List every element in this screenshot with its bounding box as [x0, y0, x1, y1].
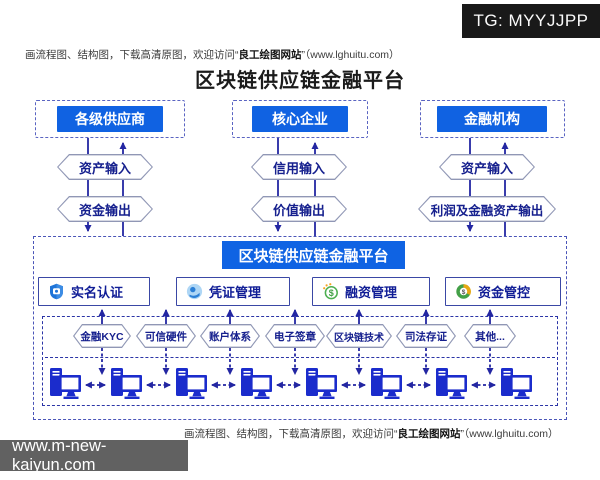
shield-id-icon: [50, 283, 63, 300]
computer-node: [108, 367, 144, 401]
computer-icon: [111, 368, 142, 399]
computer-node: [173, 367, 209, 401]
flow-asset-input-right: 资产输入: [439, 154, 535, 180]
tech-others: 其他...: [464, 324, 516, 348]
platform-container: [33, 236, 567, 420]
module-financing-mgmt: $ 融资管理: [312, 277, 430, 306]
entity-financial-institution: 金融机构: [437, 106, 547, 132]
tg-watermark-badge: TG: MYYJJPP: [462, 4, 600, 38]
promo-site-name: 良工绘图网站: [397, 428, 461, 440]
page-title: 区块链供应链金融平台: [195, 70, 405, 92]
computer-icon: [241, 368, 272, 399]
tech-trusted-hardware: 可信硬件: [136, 324, 196, 348]
supplier-group-box: [35, 100, 185, 138]
module-certificate-mgmt: 凭证管理: [176, 277, 290, 306]
computer-node: [433, 367, 469, 401]
computer-icon: [501, 368, 532, 399]
entity-suppliers: 各级供应商: [57, 106, 163, 132]
computer-icon: [436, 368, 467, 399]
entity-core-enterprise: 核心企业: [252, 106, 348, 132]
tech-e-signature: 电子签章: [265, 324, 325, 348]
certificate-badge-icon: [186, 283, 203, 300]
computer-icon: [176, 368, 207, 399]
computer-node: [303, 367, 339, 401]
module-real-name-auth: 实名认证: [38, 277, 150, 306]
platform-title-bar: 区块链供应链金融平台: [222, 241, 405, 269]
computer-icon: [306, 368, 337, 399]
computer-node: [368, 367, 404, 401]
module-funds-control: $ 资金管控: [445, 277, 561, 306]
tech-blockchain: 区块链技术: [326, 324, 392, 348]
financial-institution-group-box: [420, 100, 565, 138]
computer-icon: [371, 368, 402, 399]
watermark-url-bar: www.m-new-kaiyun.com: [0, 437, 188, 474]
promo-prefix: 画流程图、结构图，下载高清原图，欢迎访问“: [184, 428, 398, 440]
tech-financial-kyc: 金融KYC: [73, 324, 131, 348]
svg-text:$: $: [329, 288, 334, 298]
technology-network-divider: [45, 357, 555, 358]
core-enterprise-group-box: [232, 100, 368, 138]
flow-asset-input-left: 资产输入: [57, 154, 153, 180]
funds-donut-icon: $: [456, 284, 471, 299]
promo-suffix: ”（www.lghuitu.com）: [460, 428, 559, 440]
promo-text-bottom: 画流程图、结构图，下载高清原图，欢迎访问“良工绘图网站”（www.lghuitu…: [184, 426, 559, 441]
promo-prefix: 画流程图、结构图，下载高清原图，欢迎访问“: [25, 49, 239, 61]
computer-node: [498, 367, 534, 401]
tech-judicial-deposit: 司法存证: [396, 324, 456, 348]
flow-profit-output: 利润及金融资产输出: [418, 196, 556, 222]
svg-text:$: $: [462, 289, 466, 296]
tech-account-system: 账户体系: [200, 324, 260, 348]
technology-layer-box: [42, 316, 558, 406]
flow-funds-output: 资金输出: [57, 196, 153, 222]
computer-node: [238, 367, 274, 401]
promo-suffix: ”（www.lghuitu.com）: [301, 49, 400, 61]
computer-icon: [50, 368, 81, 399]
promo-text-top: 画流程图、结构图，下载高清原图，欢迎访问“良工绘图网站”（www.lghuitu…: [25, 47, 400, 62]
flow-value-output: 价值输出: [251, 196, 347, 222]
dollar-coin-icon: $: [323, 283, 338, 300]
promo-site-name: 良工绘图网站: [238, 49, 302, 61]
flow-credit-input: 信用输入: [251, 154, 347, 180]
computer-node: [47, 367, 83, 401]
